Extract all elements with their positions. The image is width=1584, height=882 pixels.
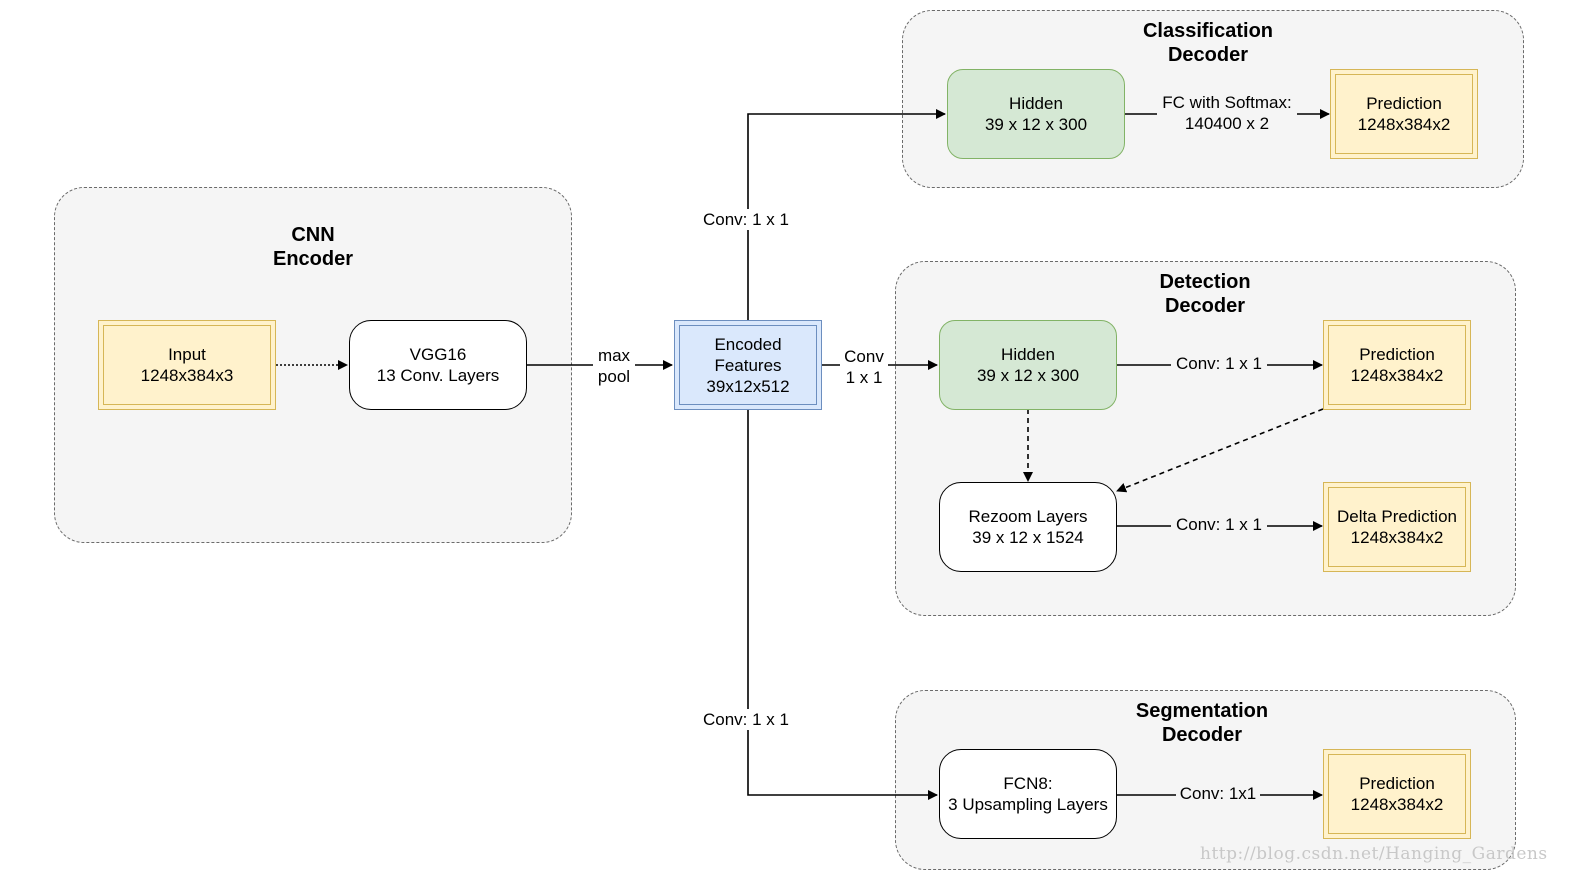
det-pred-conv-label: Conv: 1 x 1 (1171, 353, 1267, 374)
classification-title: Classification Decoder (1142, 20, 1274, 66)
conv-seg-label: Conv: 1 x 1 (698, 709, 794, 730)
fcn8-node: FCN8: 3 Upsampling Layers (939, 749, 1117, 839)
detection-title: Detection Decoder (1159, 271, 1251, 317)
encoder-title: CNN Encoder (272, 224, 354, 270)
edge-encoded-cls-hidden (747, 109, 946, 321)
delta-prediction-node: Delta Prediction 1248x384x2 (1323, 482, 1471, 572)
edge-det-prediction-rezoom (1116, 408, 1324, 493)
conv-cls-label: Conv: 1 x 1 (698, 209, 794, 230)
det-prediction-node: Prediction 1248x384x2 (1323, 320, 1471, 410)
conv-det-label: Conv 1 x 1 (840, 346, 888, 388)
maxpool-label: max pool (593, 345, 635, 387)
input-node: Input 1248x384x3 (98, 320, 276, 410)
rezoom-node: Rezoom Layers 39 x 12 x 1524 (939, 482, 1117, 572)
seg-prediction-node: Prediction 1248x384x2 (1323, 749, 1471, 839)
encoded-features-node: Encoded Features 39x12x512 (674, 320, 822, 410)
segmentation-title: Segmentation Decoder (1135, 700, 1269, 746)
watermark-text: http://blog.csdn.net/Hanging_Gardens (1200, 844, 1548, 864)
vgg16-node: VGG16 13 Conv. Layers (349, 320, 527, 410)
seg-conv-label: Conv: 1x1 (1176, 783, 1260, 804)
cls-prediction-node: Prediction 1248x384x2 (1330, 69, 1478, 159)
det-hidden-node: Hidden 39 x 12 x 300 (939, 320, 1117, 410)
fc-softmax-label: FC with Softmax: 140400 x 2 (1157, 92, 1297, 134)
edge-encoded-fcn8 (747, 409, 938, 800)
delta-conv-label: Conv: 1 x 1 (1171, 514, 1267, 535)
cls-hidden-node: Hidden 39 x 12 x 300 (947, 69, 1125, 159)
